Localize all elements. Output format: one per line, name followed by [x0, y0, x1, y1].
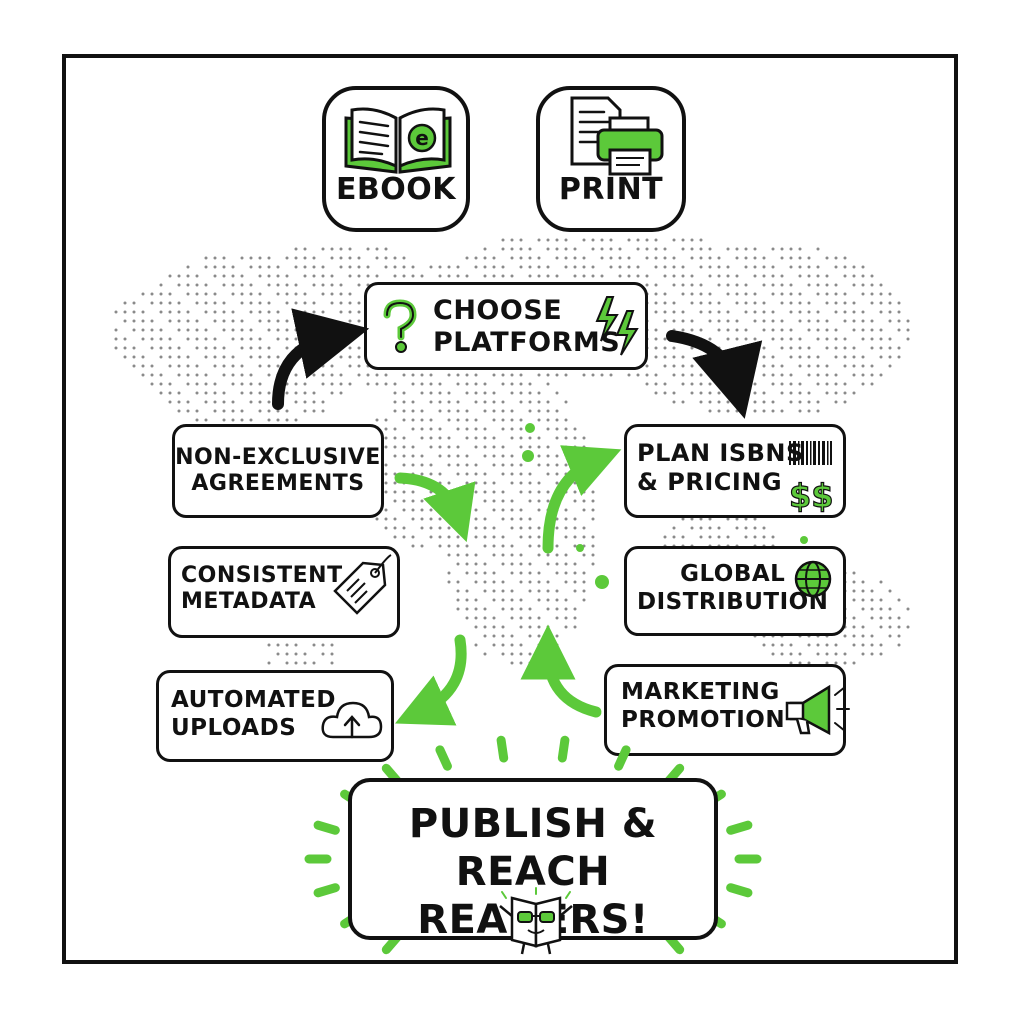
publish-reach-readers-goal: PUBLISH & REACH READERS! [348, 778, 718, 955]
global-distribution-line2: DISTRIBUTION [637, 588, 829, 615]
ebook-tile: e EBOOK [322, 86, 470, 232]
barcode-icon [789, 441, 832, 465]
happy-book-mascot-icon [499, 887, 573, 955]
marketing-promotion-line2: PROMOTION [621, 706, 786, 733]
goal-line1: PUBLISH & [408, 801, 658, 847]
open-ebook-icon: e [344, 107, 452, 174]
choose-platforms-line2: PLATFORMS [433, 327, 621, 359]
consistent-metadata-line2: METADATA [181, 589, 317, 615]
plan-isbns-pricing-step: PLAN ISBNs & PRICING $$ [624, 424, 846, 518]
non-exclusive-line2: AGREEMENTS [191, 471, 365, 496]
ebook-label: EBOOK [335, 172, 457, 207]
marketing-promotion-line1: MARKETING [621, 679, 780, 705]
megaphone-icon [785, 684, 850, 736]
global-distribution-step: GLOBAL DISTRIBUTION [624, 546, 846, 636]
cloud-upload-icon [321, 701, 383, 739]
consistent-metadata-step: CONSISTENT METADATA [168, 546, 400, 638]
svg-text:e: e [415, 126, 429, 150]
consistent-metadata-line1: CONSISTENT [181, 563, 343, 588]
plan-isbns-line2: & PRICING [637, 467, 783, 496]
printer-document-icon [570, 96, 664, 176]
goal-line2: REACH READERS! [417, 849, 648, 943]
print-label: PRINT [558, 172, 664, 207]
automated-uploads-line2: UPLOADS [171, 714, 297, 741]
automated-uploads-line1: AUTOMATED [171, 687, 336, 713]
question-mark-icon [383, 299, 417, 353]
lightning-icon [595, 296, 639, 356]
non-exclusive-agreements-step: NON-EXCLUSIVE AGREEMENTS [172, 424, 384, 518]
globe-icon [794, 560, 832, 598]
global-distribution-line1: GLOBAL [680, 561, 786, 587]
choose-platforms-step: CHOOSE PLATFORMS [364, 282, 648, 370]
marketing-promotion-step: MARKETING PROMOTION [604, 664, 850, 756]
choose-platforms-line1: CHOOSE [433, 295, 563, 326]
print-tile: PRINT [536, 86, 686, 232]
tag-icon [333, 554, 392, 615]
automated-uploads-step: AUTOMATED UPLOADS [156, 670, 394, 762]
plan-isbns-line1: PLAN ISBNs [637, 439, 804, 467]
non-exclusive-line1: NON-EXCLUSIVE [175, 444, 381, 470]
svg-text:$$: $$ [789, 477, 834, 515]
dollar-signs-icon: $$ [788, 476, 834, 515]
